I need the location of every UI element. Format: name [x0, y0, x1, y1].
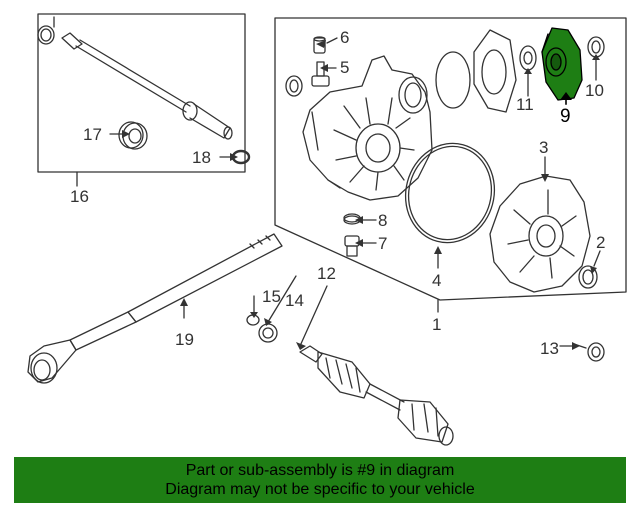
- differential-panel: [274, 17, 627, 301]
- callout-5: 5: [340, 58, 349, 77]
- axle-shaft-panel: [37, 13, 246, 173]
- callout-2: 2: [596, 233, 605, 252]
- gasket-4: [404, 142, 496, 244]
- callout-15: 15: [262, 287, 281, 306]
- seal-ring-14: [258, 323, 278, 343]
- seal-left: [285, 75, 303, 97]
- callout-10: 10: [585, 81, 604, 100]
- callout-labels: 16 17 18 6 5 8 7 4 1 3 2 10 11 9 19 12 1…: [70, 28, 605, 358]
- cv-axle-12: [299, 345, 454, 446]
- callout-18: 18: [192, 148, 211, 167]
- callout-6: 6: [340, 28, 349, 47]
- callout-14: 14: [285, 291, 304, 310]
- callout-3: 3: [539, 138, 548, 157]
- plug-6: [313, 36, 326, 54]
- banner-line-1: Part or sub-assembly is #9 in diagram: [185, 462, 455, 479]
- banner-line-2: Diagram may not be specific to your vehi…: [165, 481, 475, 498]
- callout-4: 4: [432, 271, 441, 290]
- callout-11: 11: [516, 95, 534, 114]
- callout-17: 17: [83, 125, 102, 144]
- drive-shaft-19: [27, 233, 283, 384]
- callout-13: 13: [540, 339, 559, 358]
- callout-12: 12: [317, 264, 336, 283]
- callout-8: 8: [378, 211, 387, 230]
- info-banner: Part or sub-assembly is #9 in diagram Di…: [14, 457, 626, 503]
- axle-shaft-16: [37, 25, 233, 140]
- rear-cover-3: [489, 175, 591, 293]
- arrowheads: [122, 40, 600, 350]
- o-ring: [435, 51, 471, 109]
- leader-lines: [53, 16, 601, 347]
- callout-9: 9: [560, 106, 571, 127]
- bearing-11: [519, 45, 537, 71]
- callout-1: 1: [432, 315, 441, 334]
- callout-19: 19: [175, 330, 194, 349]
- parts-diagram: 16 17 18 6 5 8 7 4 1 3 2 10 11 9 19 12 1…: [27, 13, 627, 446]
- side-cover: [473, 29, 517, 113]
- callout-16: 16: [70, 187, 89, 206]
- seal-2: [578, 265, 598, 289]
- callout-7: 7: [378, 234, 387, 253]
- differential-housing: [302, 55, 433, 201]
- plug-7: [344, 235, 360, 257]
- flange-9-highlighted: [541, 27, 583, 101]
- bearing-17: [118, 121, 148, 150]
